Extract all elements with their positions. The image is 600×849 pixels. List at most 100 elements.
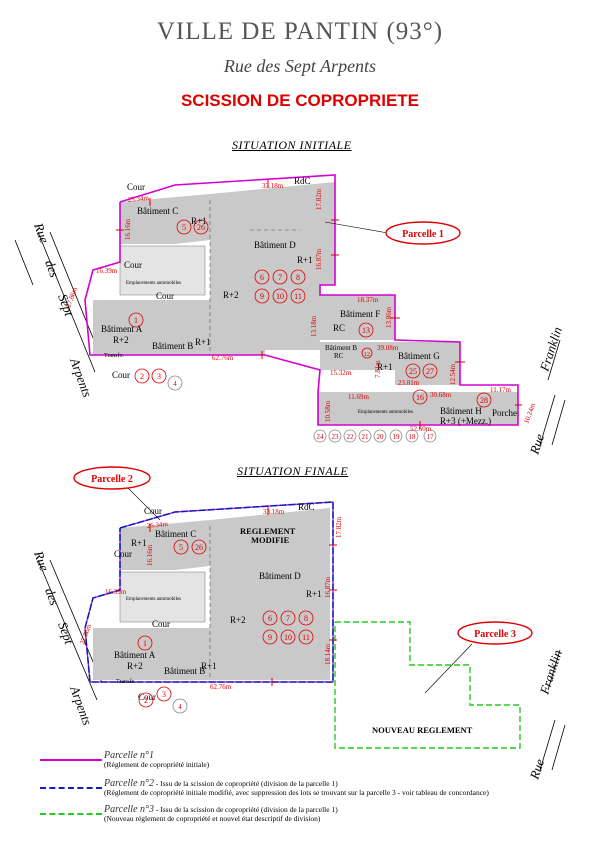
final-dim-3: 17.82m (335, 516, 343, 538)
initial-building-g (320, 342, 460, 385)
final-parcel2-boundary (84, 501, 334, 683)
initial-lot-28 (476, 392, 492, 408)
street-label-sept-1: Sept (55, 292, 77, 319)
final-transfo: Transfo. (116, 678, 136, 685)
initial-lot-label-27: 27 (426, 367, 434, 376)
initial-building-c (120, 194, 210, 244)
final-lots (137, 539, 314, 708)
initial-lot-25 (405, 363, 421, 379)
initial-lot-label-21: 21 (362, 433, 370, 441)
final-dim-4: 16.16m (146, 544, 154, 566)
initial-bat-c-lvl: R+1 (191, 216, 207, 226)
final-nouveau: NOUVEAU REGLEMENT (372, 725, 473, 735)
final-bat-a-lvl: R+2 (127, 661, 143, 671)
initial-bat-b-lvl: R+1 (195, 337, 211, 347)
initial-dim-2: 33.18m (262, 182, 284, 190)
street-label-des-2: des (42, 586, 62, 607)
final-lot-4 (172, 698, 188, 714)
final-bat-d: Bâtiment D (259, 571, 301, 581)
initial-dim-16: 7.81m (374, 360, 382, 378)
parcel2-leader (127, 487, 161, 521)
initial-bat-b: Bâtiment B (152, 341, 193, 351)
initial-lot-10 (272, 288, 288, 304)
initial-cour-1: Cour (127, 182, 145, 192)
final-lot-6 (262, 610, 278, 626)
initial-building-f (320, 295, 395, 340)
initial-lot-12 (361, 347, 373, 359)
final-lot-label-6: 6 (268, 614, 272, 623)
initial-bat-h: Bâtiment H (440, 406, 482, 416)
initial-lot-label-3: 3 (157, 372, 161, 381)
initial-dim-17: 23.81m (398, 379, 420, 387)
initial-lot-19 (389, 429, 403, 443)
initial-bat-b2: Bâtiment B (325, 344, 357, 352)
initial-plan (84, 174, 522, 429)
final-cour-1: Cour (144, 506, 162, 516)
initial-lot-8 (290, 269, 306, 285)
initial-dim-3: 17.82m (315, 188, 323, 210)
final-parcel3-boundary (334, 621, 521, 749)
initial-lot-23 (328, 429, 342, 443)
parcel1-leader (324, 221, 389, 234)
initial-rdc: RdC (294, 176, 311, 186)
street-subtitle: Rue des Sept Arpents (223, 56, 377, 76)
street-label-rue-1: Rue (31, 220, 52, 245)
final-reglement: REGLEMENT (240, 526, 296, 536)
initial-lot-11 (290, 288, 306, 304)
initial-lot-5 (176, 219, 192, 235)
legend-parcel2: Parcelle n°2 - Issu de la scission de co… (40, 779, 600, 802)
initial-dim-22: 10.24m (522, 402, 537, 425)
initial-lot-1 (128, 312, 144, 328)
initial-dim-18: 30.68m (430, 391, 452, 399)
parcel2-callout (73, 466, 151, 490)
final-lot-label-4: 4 (178, 703, 182, 711)
final-parking (119, 571, 206, 623)
initial-lot-label-17: 17 (427, 433, 435, 441)
initial-lot-3 (151, 368, 167, 384)
initial-transfo: Transfo. (104, 352, 124, 359)
final-cour-2: Cour (114, 549, 132, 559)
final-bat-a: Bâtiment A (114, 650, 156, 660)
legend-parcel1: Parcelle n°1 (Réglement de copropriété i… (40, 751, 600, 774)
initial-dim-10: 13.18m (310, 315, 318, 337)
initial-bat-a: Bâtiment A (101, 324, 143, 334)
initial-lot-6 (254, 269, 270, 285)
final-lot-label-11: 11 (302, 633, 310, 642)
final-lot-label-1: 1 (143, 639, 147, 648)
final-bat-b: Bâtiment B (164, 666, 205, 676)
city-title: VILLE DE PANTIN (93°) (156, 18, 444, 45)
initial-empl-1: Emplacements automobiles (126, 281, 181, 286)
section-final-title: SITUATION FINALE (237, 464, 349, 478)
parcel1-callout (385, 221, 461, 245)
final-r2: R+2 (230, 615, 246, 625)
initial-lot-label-4: 4 (173, 380, 177, 388)
initial-dim-21: 52.60m (410, 425, 432, 433)
street-label-arpents-2: Arpents (67, 683, 95, 727)
parcel1-label: Parcelle 1 (402, 229, 444, 240)
initial-parcel1-boundary (84, 174, 519, 426)
initial-dim-8: 18.37m (357, 296, 379, 304)
final-bat-c-lvl: R+1 (131, 538, 147, 548)
final-lot-2 (138, 692, 154, 708)
initial-dim-13: 12.54m (449, 363, 457, 385)
final-dim-8: 18.14m (324, 643, 332, 665)
initial-lot-21 (358, 429, 372, 443)
initial-building-d (210, 182, 335, 355)
initial-bat-b2-lvl: RC (334, 352, 344, 360)
parcel3-label: Parcelle 3 (474, 629, 516, 640)
street-label-franklin-1: Franklin (536, 325, 565, 374)
initial-lot-24 (313, 429, 327, 443)
initial-lot-7 (272, 269, 288, 285)
final-lot-3 (156, 686, 172, 702)
initial-lot-2 (134, 368, 150, 384)
street-label-rue-4: Rue (526, 757, 547, 782)
initial-r2: R+2 (223, 290, 239, 300)
initial-dim-6: 27.86m (64, 286, 79, 309)
final-bat-c: Bâtiment C (155, 529, 196, 539)
initial-lot-label-28: 28 (480, 396, 488, 405)
initial-bat-f-lvl: RC (333, 323, 345, 333)
initial-lot-label-20: 20 (377, 433, 385, 441)
initial-lot-label-25: 25 (409, 367, 417, 376)
final-lot-5 (173, 539, 189, 555)
initial-porche: Porche (492, 408, 517, 418)
